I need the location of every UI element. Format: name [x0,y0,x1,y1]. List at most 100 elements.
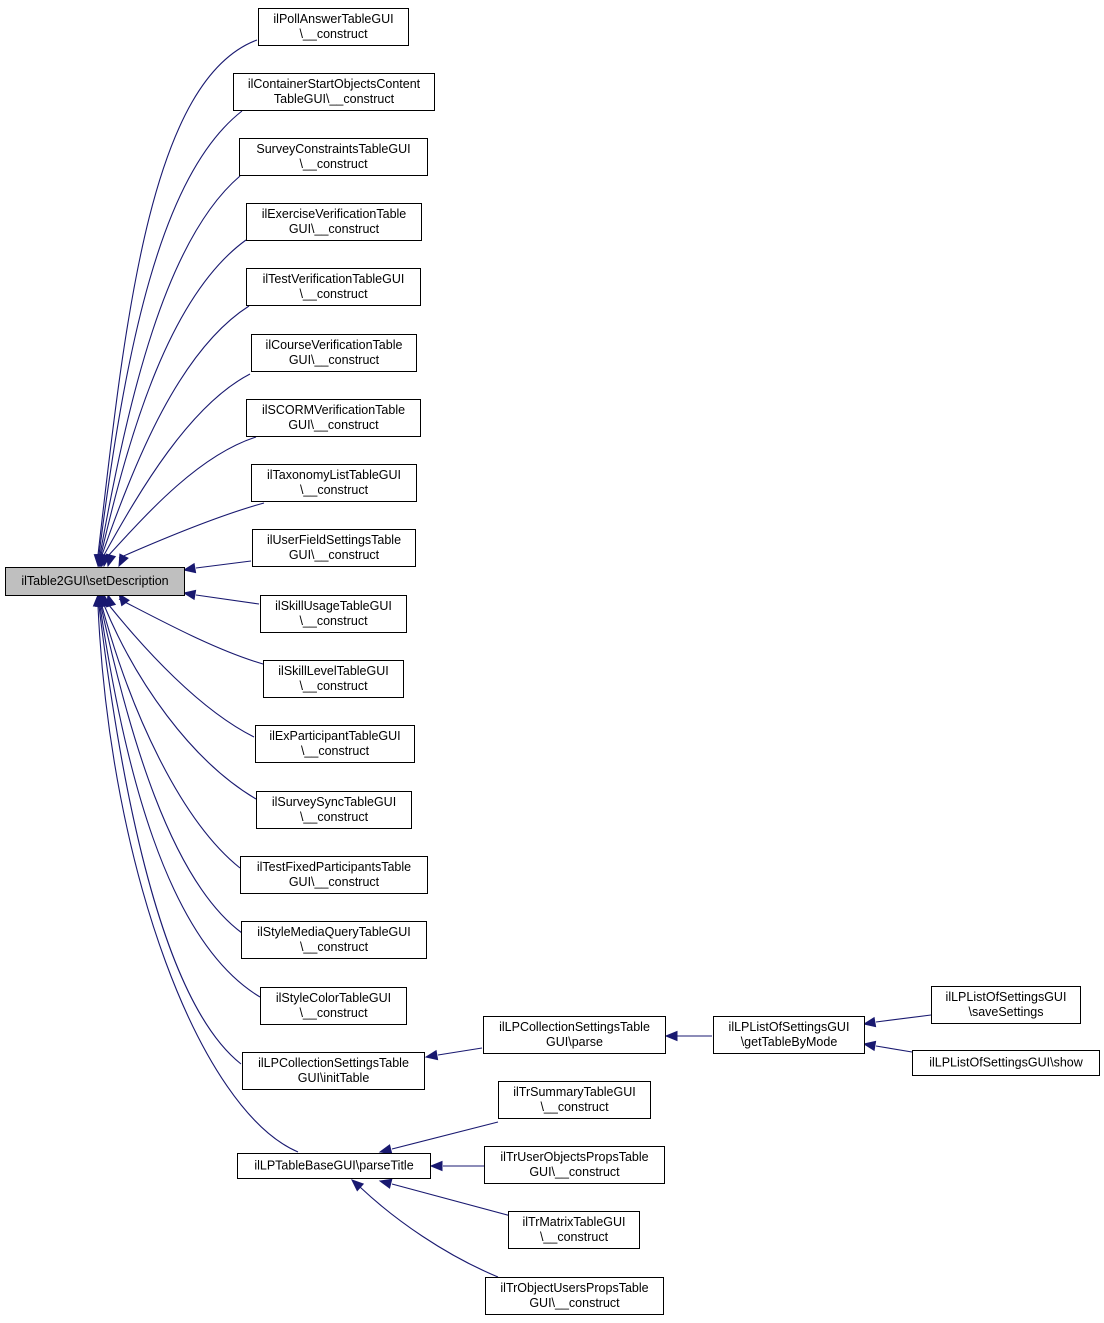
node-label-line: GUI\parse [546,1035,603,1049]
edge-line [99,605,261,998]
node-label-line: \__construct [299,157,368,171]
node-box [713,1016,865,1054]
function-node[interactable]: ilStyleColorTableGUI\__construct [260,987,407,1025]
arrow-head-icon [182,589,197,601]
edge-line [875,1045,913,1053]
node-label-line: GUI\__construct [289,222,380,236]
node-box [246,203,422,241]
function-node[interactable]: ilTestFixedParticipantsTableGUI\__constr… [240,856,428,894]
function-node[interactable]: ilSkillLevelTableGUI\__construct [263,660,404,698]
function-node[interactable]: SurveyConstraintsTableGUI\__construct [239,138,428,176]
edge-line [195,594,260,605]
node-label-line: ilSCORMVerificationTable [262,403,405,417]
edge-line [101,305,250,556]
node-label-line: ilLPListOfSettingsGUI [946,990,1067,1004]
edge-line [100,605,243,934]
call-edge [92,593,299,1153]
edge-line [103,373,251,556]
edge-line [437,1047,483,1056]
node-box [256,791,412,829]
function-node[interactable]: ilExParticipantTableGUI\__construct [255,725,415,763]
call-edge [100,373,251,568]
call-edge [98,593,241,869]
function-node[interactable]: ilTrMatrixTableGUI\__construct [508,1211,640,1249]
edge-line [359,1186,499,1278]
node-box [251,334,417,372]
root-function-node[interactable]: ilTable2GUI\setDescription [5,567,185,596]
node-box [260,987,407,1025]
call-edge [182,589,260,605]
node-label-line: ilSkillUsageTableGUI [275,599,392,613]
node-label-line: ilContainerStartObjectsContent [248,77,421,91]
arrow-head-icon [351,1179,365,1192]
node-label-line: ilStyleMediaQueryTableGUI [257,925,411,939]
arrow-head-icon [118,592,130,607]
function-node[interactable]: ilLPTableBaseGUI\parseTitle [237,1153,431,1179]
node-label-line: ilTrUserObjectsPropsTable [500,1150,648,1164]
node-label-line: GUI\__construct [529,1165,620,1179]
node-label-line: TableGUI\__construct [274,92,395,106]
function-node[interactable]: ilContainerStartObjectsContentTableGUI\_… [233,73,435,111]
function-node[interactable]: ilTrSummaryTableGUI\__construct [498,1081,651,1119]
arrow-head-icon [182,562,197,574]
node-label-line: GUI\__construct [529,1296,620,1310]
node-box [260,595,407,633]
node-box [246,399,421,437]
node-label-line: ilCourseVerificationTable [266,338,403,352]
function-node[interactable]: ilPollAnswerTableGUI\__construct [258,8,409,46]
edge-line [391,1183,512,1217]
node-label-line: \__construct [299,287,368,301]
arrow-head-icon [664,1030,678,1042]
function-node[interactable]: ilLPListOfSettingsGUI\show [912,1050,1100,1076]
node-label-line: \getTableByMode [741,1035,838,1049]
arrow-head-icon [92,593,104,607]
edge-line [97,605,299,1153]
node-label-line: \__construct [300,940,369,954]
node-label-line: ilLPListOfSettingsGUI [729,1020,850,1034]
node-label-line: ilTestVerificationTableGUI [263,272,405,286]
node-box [258,8,409,46]
function-node[interactable]: ilExerciseVerificationTableGUI\__constru… [246,203,422,241]
edge-line [875,1014,932,1023]
edge-line [195,560,252,569]
function-node[interactable]: ilTestVerificationTableGUI\__construct [246,268,421,306]
function-node[interactable]: ilStyleMediaQueryTableGUI\__construct [241,921,427,959]
node-box [252,529,416,567]
node-box [498,1081,651,1119]
node-label-line: GUI\__construct [289,353,380,367]
function-node[interactable]: ilLPListOfSettingsGUI\saveSettings [931,986,1081,1024]
node-label-line: SurveyConstraintsTableGUI [256,142,410,156]
call-edge [862,1040,913,1053]
edge-line [98,605,242,1065]
node-box [242,1052,425,1090]
node-box [484,1146,665,1184]
node-label-line: \__construct [299,679,368,693]
node-box [912,1050,1100,1076]
function-node[interactable]: ilSkillUsageTableGUI\__construct [260,595,407,633]
node-box [239,138,428,176]
edge-line [100,239,247,556]
edge-line [391,1121,499,1150]
node-label-line: ilTrMatrixTableGUI [522,1215,625,1229]
call-edge [378,1178,512,1217]
call-edge [100,593,257,800]
function-node[interactable]: ilLPListOfSettingsGUI\getTableByMode [713,1016,865,1054]
call-edge [424,1047,483,1061]
node-label-line: \__construct [301,744,370,758]
node-label-line: ilTrObjectUsersPropsTable [500,1281,648,1295]
function-node[interactable]: ilSurveySyncTableGUI\__construct [256,791,412,829]
function-node[interactable]: ilTaxonomyListTableGUI\__construct [251,464,417,502]
call-edge [94,110,243,568]
node-label-line: ilSurveySyncTableGUI [272,795,396,809]
node-label-line: \__construct [299,614,368,628]
arrow-head-icon [105,553,117,568]
call-edge [664,1030,712,1042]
